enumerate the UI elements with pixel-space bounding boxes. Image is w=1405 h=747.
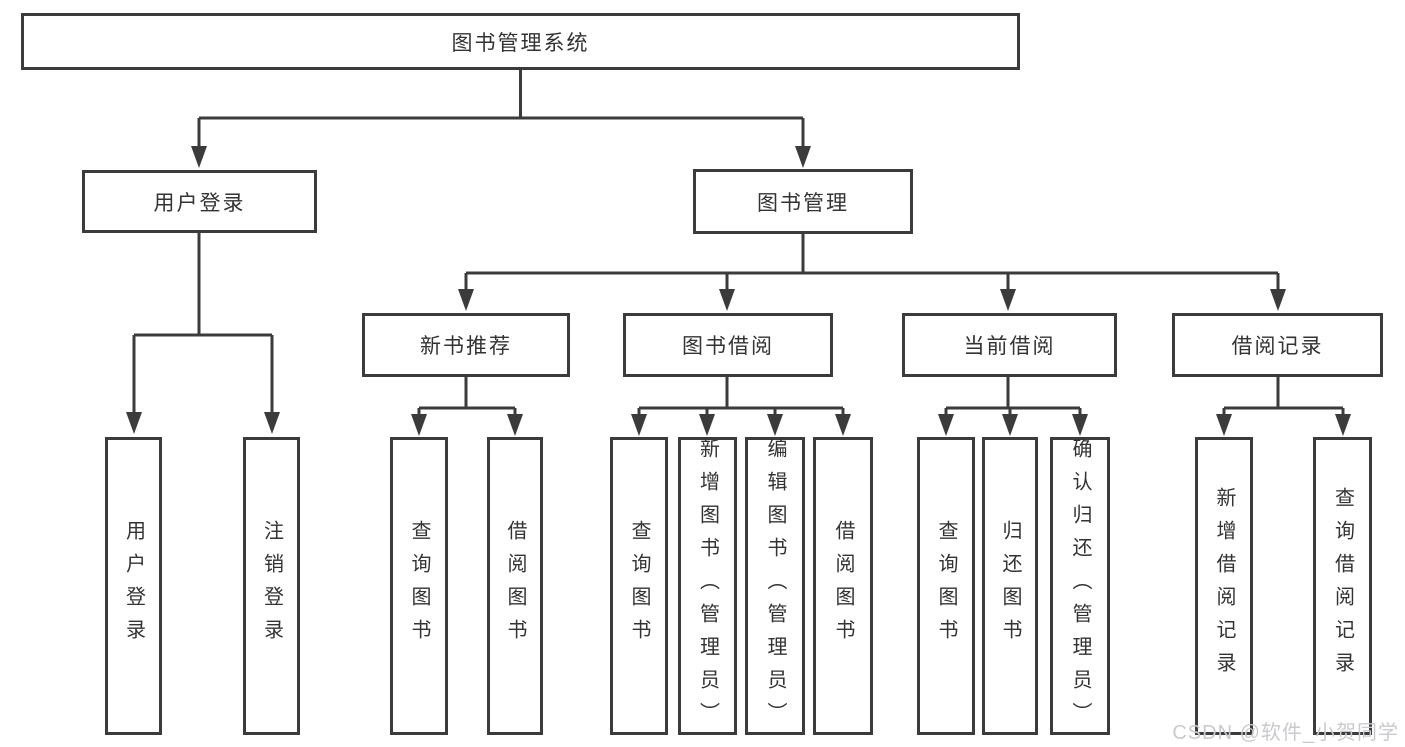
leaf-borrow-books: 借阅图书 [813, 437, 873, 735]
connector-new-book-recommend-children [411, 377, 523, 436]
node-user-login-label: 用户登录 [153, 191, 246, 215]
node-new-book-recommend: 新书推荐 [362, 313, 570, 377]
leaf-confirm-return-admin-label: 确认归还（管理员） [1069, 437, 1091, 735]
connector-book-management-children [458, 234, 1286, 311]
leaf-query-books-current-label: 查询图书 [935, 520, 957, 652]
node-borrow-records: 借阅记录 [1172, 313, 1383, 377]
leaf-add-books-admin-label: 新增图书（管理员） [696, 437, 719, 735]
leaf-query-borrow-record-label: 查询借阅记录 [1331, 487, 1354, 685]
leaf-borrow-books-recommend: 借阅图书 [487, 437, 543, 735]
leaf-user-login-label: 用户登录 [122, 520, 145, 652]
leaf-query-books-current: 查询图书 [917, 437, 975, 735]
leaf-query-books-recommend-label: 查询图书 [408, 520, 430, 652]
node-borrow-records-label: 借阅记录 [1231, 335, 1324, 358]
node-root-label: 图书管理系统 [451, 31, 590, 55]
node-current-borrow: 当前借阅 [902, 313, 1117, 377]
leaf-return-books: 归还图书 [982, 437, 1038, 735]
node-user-login: 用户登录 [82, 170, 317, 233]
leaf-logout: 注销登录 [243, 437, 300, 735]
connector-root-to-level2 [191, 70, 811, 168]
connector-borrow-records-children [1216, 377, 1351, 436]
connector-user-login-children [126, 233, 280, 434]
connector-book-borrow-children [631, 377, 851, 436]
node-root: 图书管理系统 [21, 13, 1020, 70]
leaf-logout-label: 注销登录 [260, 520, 283, 652]
leaf-edit-books-admin: 编辑图书（管理员） [745, 437, 805, 735]
connector-current-borrow-children [938, 377, 1088, 436]
leaf-query-books-borrow: 查询图书 [610, 437, 668, 735]
leaf-borrow-books-label: 借阅图书 [832, 520, 854, 652]
leaf-borrow-books-recommend-label: 借阅图书 [504, 520, 526, 652]
node-new-book-recommend-label: 新书推荐 [420, 335, 512, 358]
leaf-confirm-return-admin: 确认归还（管理员） [1050, 437, 1110, 735]
leaf-query-borrow-record: 查询借阅记录 [1313, 437, 1372, 735]
leaf-query-books-borrow-label: 查询图书 [628, 520, 650, 652]
leaf-user-login: 用户登录 [105, 437, 162, 735]
leaf-add-borrow-record: 新增借阅记录 [1195, 437, 1253, 735]
leaf-query-books-recommend: 查询图书 [390, 437, 448, 735]
node-book-borrow-label: 图书借阅 [682, 335, 774, 358]
leaf-edit-books-admin-label: 编辑图书（管理员） [764, 437, 786, 735]
leaf-return-books-label: 归还图书 [999, 520, 1021, 652]
leaf-add-borrow-record-label: 新增借阅记录 [1213, 487, 1235, 685]
node-book-management-label: 图书管理 [757, 191, 849, 215]
node-current-borrow-label: 当前借阅 [963, 335, 1056, 358]
node-book-borrow: 图书借阅 [623, 313, 833, 377]
leaf-add-books-admin: 新增图书（管理员） [678, 437, 737, 735]
node-book-management: 图书管理 [693, 169, 913, 234]
